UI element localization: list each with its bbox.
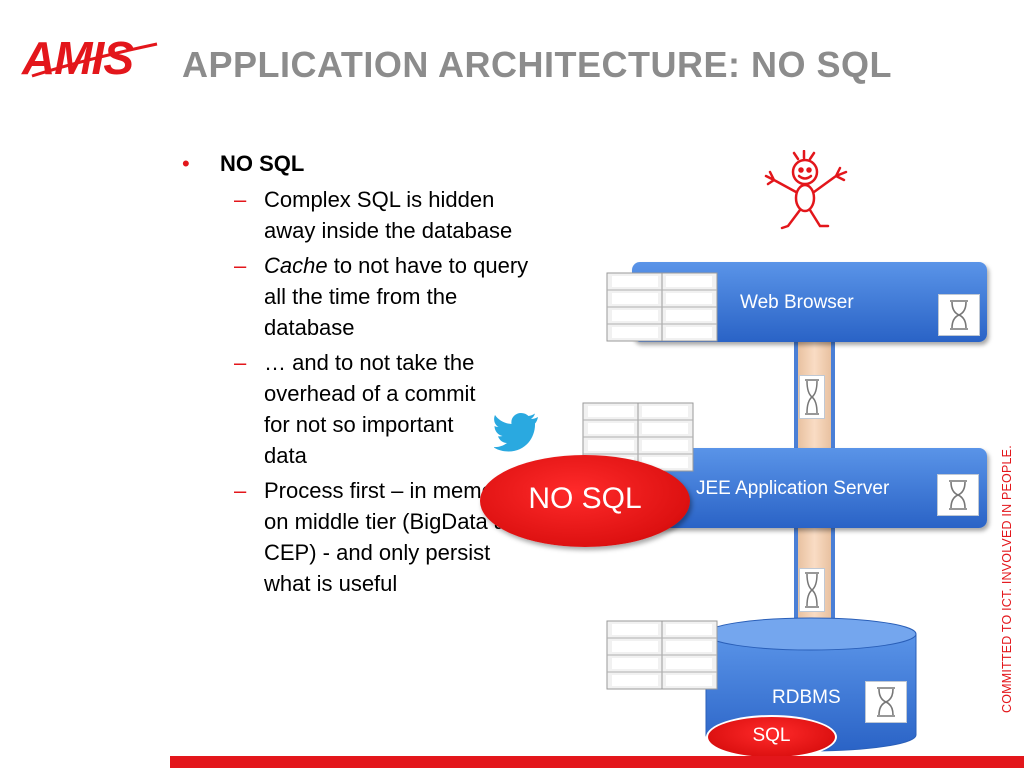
twitter-bird-icon	[494, 413, 538, 452]
rdbms-label: RDBMS	[772, 687, 841, 708]
shelf-icon	[606, 272, 718, 342]
sql-badge: SQL	[706, 715, 837, 759]
sub-bullet: – Process first – in memory, on middle t…	[234, 478, 531, 596]
app-server-label: JEE Application Server	[696, 478, 890, 499]
app-server-tier: JEE Application Server	[640, 448, 987, 528]
hourglass-icon	[799, 375, 825, 419]
slogan-text: COMMITTED TO ICT. INVOLVED IN PEOPLE.	[1000, 445, 1014, 713]
web-browser-label: Web Browser	[740, 292, 854, 313]
hourglass-icon	[938, 294, 980, 336]
sub-bullet-text: to not have to query all the time from t…	[264, 253, 529, 340]
bullet-main: • NO SQL	[182, 150, 527, 178]
sub-bullet-emphasis: Cache	[264, 253, 328, 278]
bullet-main-text: NO SQL	[220, 151, 305, 176]
nosql-label: NO SQL	[528, 482, 642, 515]
sub-bullet: – … and to not take the overhead of a co…	[234, 350, 476, 468]
sub-bullet-text: Process first – in memory, on middle tie…	[264, 478, 531, 596]
bottom-red-bar	[170, 756, 1024, 768]
stick-figure-icon	[764, 150, 848, 230]
hourglass-icon	[799, 568, 825, 612]
hourglass-icon	[865, 681, 907, 723]
sub-bullet-text: … and to not take the overhead of a comm…	[264, 350, 476, 468]
sql-label: SQL	[752, 725, 791, 746]
amis-logo: AMIS	[22, 30, 162, 90]
logo-text: AMIS	[22, 32, 134, 84]
hourglass-icon	[937, 474, 979, 516]
slide-title: APPLICATION ARCHITECTURE: NO SQL	[182, 44, 892, 85]
shelf-icon	[606, 620, 718, 690]
sub-bullet-text: Complex SQL is hidden away inside the da…	[264, 187, 513, 243]
bullet-dot: •	[182, 151, 190, 176]
vertical-slogan: COMMITTED TO ICT. INVOLVED IN PEOPLE.	[994, 445, 1024, 713]
bullet-list: • NO SQL – Complex SQL is hidden away in…	[182, 150, 531, 603]
nosql-ellipse: NO SQL	[480, 455, 690, 547]
sub-bullet: – Cache to not have to query all the tim…	[234, 253, 529, 340]
sub-bullet: – Complex SQL is hidden away inside the …	[234, 187, 513, 243]
